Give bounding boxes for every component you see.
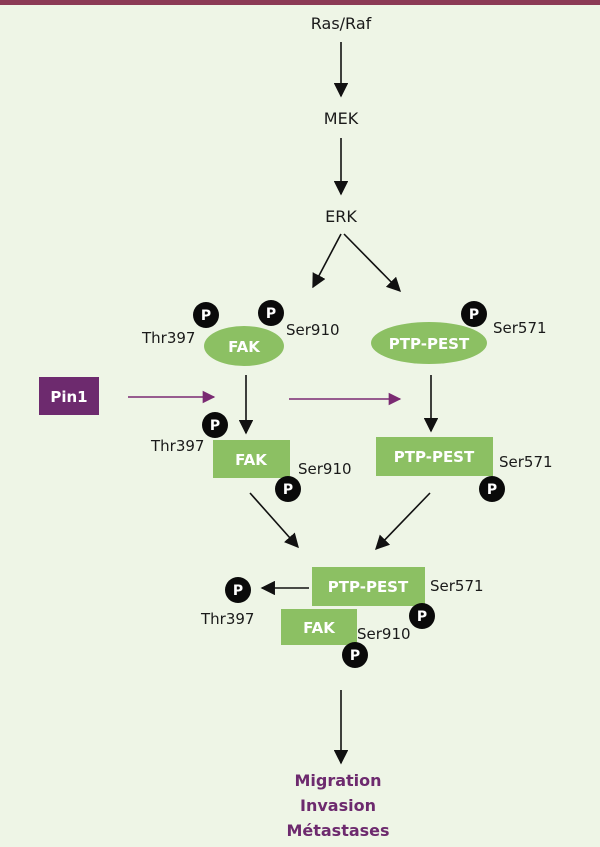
phospho-icon-fak-thr-mid: P [202, 412, 228, 438]
svg-text:P: P [210, 418, 220, 434]
ser910-label-top: Ser910 [286, 321, 340, 339]
ser571-label-top: Ser571 [493, 319, 547, 337]
ptp-pest-node-complex [312, 567, 425, 606]
arrow-ptp-to-complex [375, 492, 431, 551]
svg-text:P: P [469, 307, 479, 323]
phospho-icon-fak-ser-mid: P [275, 476, 301, 502]
arrow-erk-to-fak [312, 233, 342, 289]
svg-text:P: P [417, 609, 427, 625]
svg-text:P: P [350, 648, 360, 664]
fak-node-mid [213, 440, 290, 478]
arrow-erk-to-ptp-pest [343, 233, 402, 293]
ptp-pest-node-top [371, 322, 487, 364]
svg-text:P: P [283, 482, 293, 498]
fak-node-complex [281, 609, 357, 645]
svg-text:P: P [266, 306, 276, 322]
ser910-label-complex: Ser910 [357, 625, 411, 643]
pin1-node [39, 377, 99, 415]
ser571-label-mid: Ser571 [499, 453, 553, 471]
fak-node-top [204, 326, 284, 366]
thr397-label-top: Thr397 [141, 329, 195, 347]
ptp-pest-label-top: PTP-PEST [389, 335, 470, 353]
phospho-icon-ptp-ser-top: P [461, 301, 487, 327]
svg-text:P: P [487, 482, 497, 498]
arrow-fak-to-complex [249, 492, 299, 549]
phospho-icon-ptp-ser-mid: P [479, 476, 505, 502]
phospho-icon-fak-ser-complex: P [342, 642, 368, 668]
svg-text:P: P [201, 308, 211, 324]
svg-text:P: P [233, 583, 243, 599]
outcome-metastases: Métastases [286, 821, 389, 840]
ptp-pest-label-mid: PTP-PEST [394, 448, 475, 466]
mek-label: MEK [324, 109, 359, 128]
fak-label-mid: FAK [235, 451, 268, 469]
thr397-label-mid: Thr397 [150, 437, 204, 455]
fak-label-complex: FAK [303, 619, 336, 637]
phospho-icon-fak-ser-top: P [258, 300, 284, 326]
pin1-label: Pin1 [50, 388, 87, 406]
erk-label: ERK [325, 207, 357, 226]
ptp-pest-node-mid [376, 437, 493, 476]
thr397-label-released: Thr397 [200, 610, 254, 628]
ser571-label-complex: Ser571 [430, 577, 484, 595]
fak-label-top: FAK [228, 338, 261, 356]
ptp-pest-label-complex: PTP-PEST [328, 578, 409, 596]
top-accent-bar [0, 0, 600, 5]
outcome-migration: Migration [294, 771, 381, 790]
outcome-invasion: Invasion [300, 796, 376, 815]
ser910-label-mid: Ser910 [298, 460, 352, 478]
phospho-icon-fak-thr-top: P [193, 302, 219, 328]
ras-raf-label: Ras/Raf [311, 14, 372, 33]
phospho-icon-ptp-ser-complex: P [409, 603, 435, 629]
phospho-icon-thr-released: P [225, 577, 251, 603]
